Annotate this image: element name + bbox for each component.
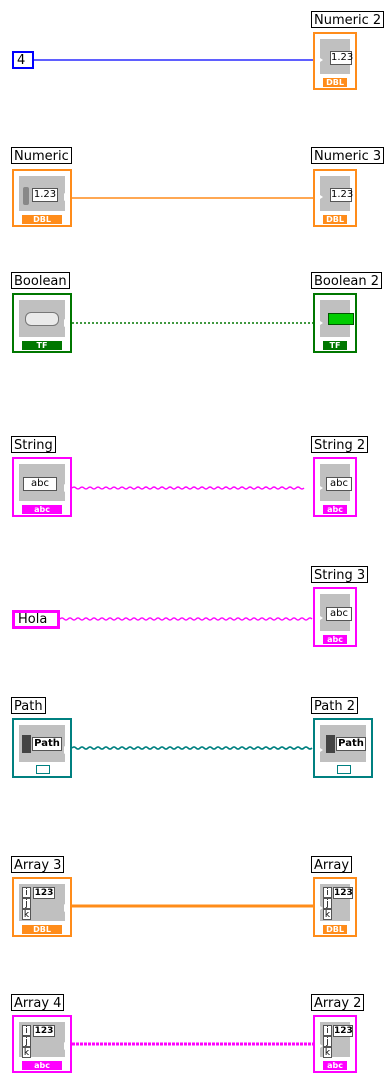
path-indicator-terminal[interactable]: Path [313,718,373,778]
path-display: Path [32,737,62,751]
output-arrow-icon [64,193,70,201]
array-element-display: 123 [33,1025,55,1037]
numeric-indicator-terminal[interactable]: 1.23 DBL [313,169,357,227]
string-display: abc [326,607,352,621]
string-control-terminal[interactable]: abc abc [12,457,72,517]
output-arrow-icon [64,904,70,912]
indicator-label: String 2 [311,436,369,453]
control-label: Path [11,697,46,714]
index-j: j [323,898,332,909]
boolean-indicator-terminal[interactable]: TF [313,293,357,353]
control-label: Boolean [11,272,70,289]
array-control-terminal[interactable]: i j k 123 abc [12,1015,72,1073]
type-badge: DBL [323,78,347,87]
index-i: i [323,887,332,898]
indicator-label: Boolean 2 [311,272,383,289]
index-k: k [323,1047,332,1058]
spin-arrows-icon [23,187,29,205]
output-arrow-icon [64,746,70,754]
input-arrow-icon [317,319,323,327]
indicator-label: Array [311,856,353,873]
path-type-icon [337,765,351,774]
string-constant[interactable]: Hola [12,610,60,629]
index-k: k [22,909,31,920]
wire-path [71,746,313,750]
type-badge: abc [323,635,347,644]
input-arrow-icon [317,1042,323,1050]
control-label: Numeric [11,147,72,164]
output-arrow-icon [64,484,70,492]
control-label: Array 3 [11,856,65,873]
path-display: Path [336,737,366,751]
indicator-label: Numeric 2 [311,11,385,28]
type-badge: abc [22,1061,62,1070]
type-badge: TF [22,341,62,350]
led-indicator-icon [328,313,354,325]
wire-string [71,486,305,490]
numeric-indicator-terminal[interactable]: 1.23 DBL [313,32,357,90]
string-indicator-terminal[interactable]: abc abc [313,457,357,517]
index-j: j [22,1036,31,1047]
index-k: k [22,1047,31,1058]
string-indicator-terminal[interactable]: abc abc [313,587,357,647]
index-k: k [323,909,332,920]
input-arrow-icon [317,56,323,64]
index-i: i [323,1025,332,1036]
input-arrow-icon [317,484,323,492]
numeric-display: 1.23 [330,51,354,65]
toggle-switch-icon [25,312,59,326]
input-arrow-icon [317,614,323,622]
string-display: abc [326,477,352,491]
type-badge: DBL [323,215,347,224]
array-element-display: 123 [333,887,353,899]
wire-string-const [59,617,313,621]
numeric-control-terminal[interactable]: 1.23 DBL [12,169,72,227]
input-arrow-icon [317,904,323,912]
index-i: i [22,1025,31,1036]
type-badge: abc [22,505,62,514]
indicator-label: Path 2 [311,697,358,714]
integer-constant[interactable]: 4 [12,51,34,69]
array-control-terminal[interactable]: i j k 123 DBL [12,877,72,937]
path-control-terminal[interactable]: Path [12,718,72,778]
path-type-icon [36,765,50,774]
numeric-display: 1.23 [32,188,58,202]
type-badge: DBL [22,925,62,934]
index-j: j [323,1036,332,1047]
control-label: String [11,436,56,453]
array-indicator-terminal[interactable]: i j k 123 DBL [313,877,357,937]
array-element-display: 123 [33,887,55,899]
indicator-label: Array 2 [311,994,365,1011]
type-badge: abc [323,505,347,514]
indicator-label: String 3 [311,566,369,583]
index-j: j [22,898,31,909]
boolean-control-terminal[interactable]: TF [12,293,72,353]
output-arrow-icon [64,1042,70,1050]
browse-icon [326,735,335,753]
type-badge: TF [323,341,347,350]
array-element-display: 123 [333,1025,353,1037]
output-arrow-icon [64,319,70,327]
index-i: i [22,887,31,898]
type-badge: DBL [22,215,62,224]
type-badge: abc [323,1061,347,1070]
control-label: Array 4 [11,994,65,1011]
input-arrow-icon [317,746,323,754]
input-arrow-icon [317,193,323,201]
string-display: abc [23,477,57,491]
browse-icon [22,735,31,753]
type-badge: DBL [323,925,347,934]
numeric-display: 1.23 [330,188,354,202]
array-indicator-terminal[interactable]: i j k 123 abc [313,1015,357,1073]
indicator-label: Numeric 3 [311,147,385,164]
